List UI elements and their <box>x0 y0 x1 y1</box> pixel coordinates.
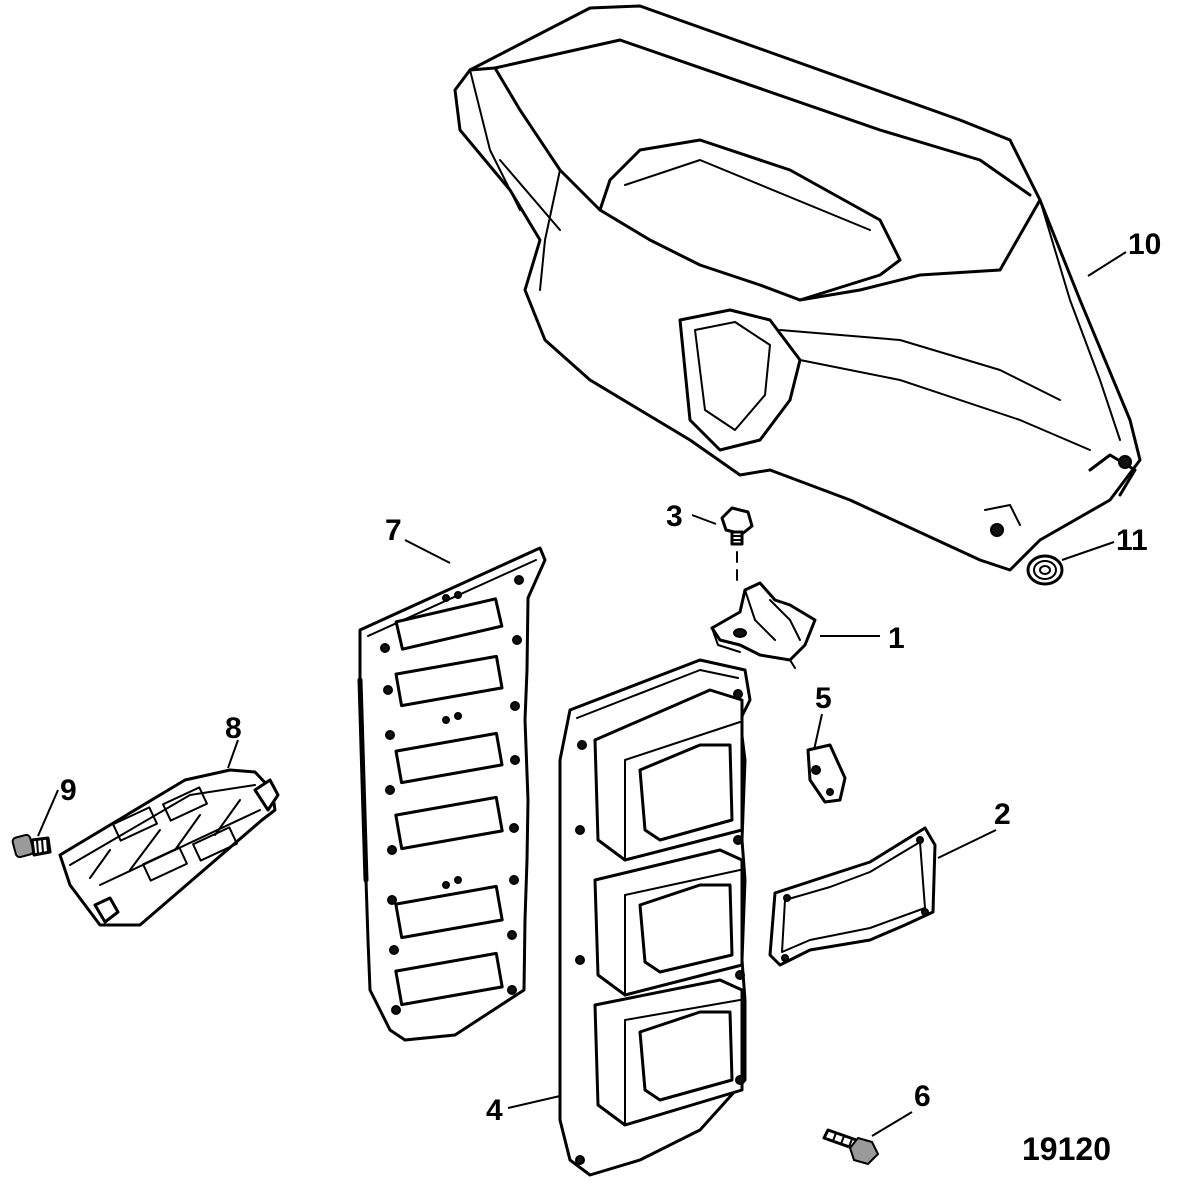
part-1-clamp <box>710 581 817 669</box>
callout-1: 1 <box>888 622 905 655</box>
callout-3: 3 <box>666 500 683 533</box>
part-4-reed-block <box>558 658 752 1177</box>
callout-6: 6 <box>914 1080 931 1113</box>
part-9-screw <box>11 833 52 859</box>
callout-2: 2 <box>994 798 1011 831</box>
callout-9: 9 <box>60 774 77 807</box>
part-8-reed-valve <box>58 768 280 927</box>
part-2-gasket <box>768 826 937 967</box>
part-6-screw <box>822 1128 880 1166</box>
part-5-plate <box>806 743 847 804</box>
callouts: 1 2 3 4 5 6 7 8 9 10 11 <box>60 228 1161 1127</box>
callout-10: 10 <box>1128 228 1161 261</box>
callout-5: 5 <box>815 682 832 715</box>
part-7-gasket <box>357 546 547 1042</box>
callout-4: 4 <box>486 1094 503 1127</box>
callout-8: 8 <box>225 712 242 745</box>
leader-lines <box>37 251 1127 1137</box>
callout-11: 11 <box>1116 524 1148 557</box>
part-10-cover <box>453 4 1142 572</box>
figure-number: 19120 <box>1022 1131 1111 1167</box>
part-3-screw <box>720 506 754 581</box>
callout-7: 7 <box>385 514 402 547</box>
part-11-grommet <box>1026 554 1064 586</box>
